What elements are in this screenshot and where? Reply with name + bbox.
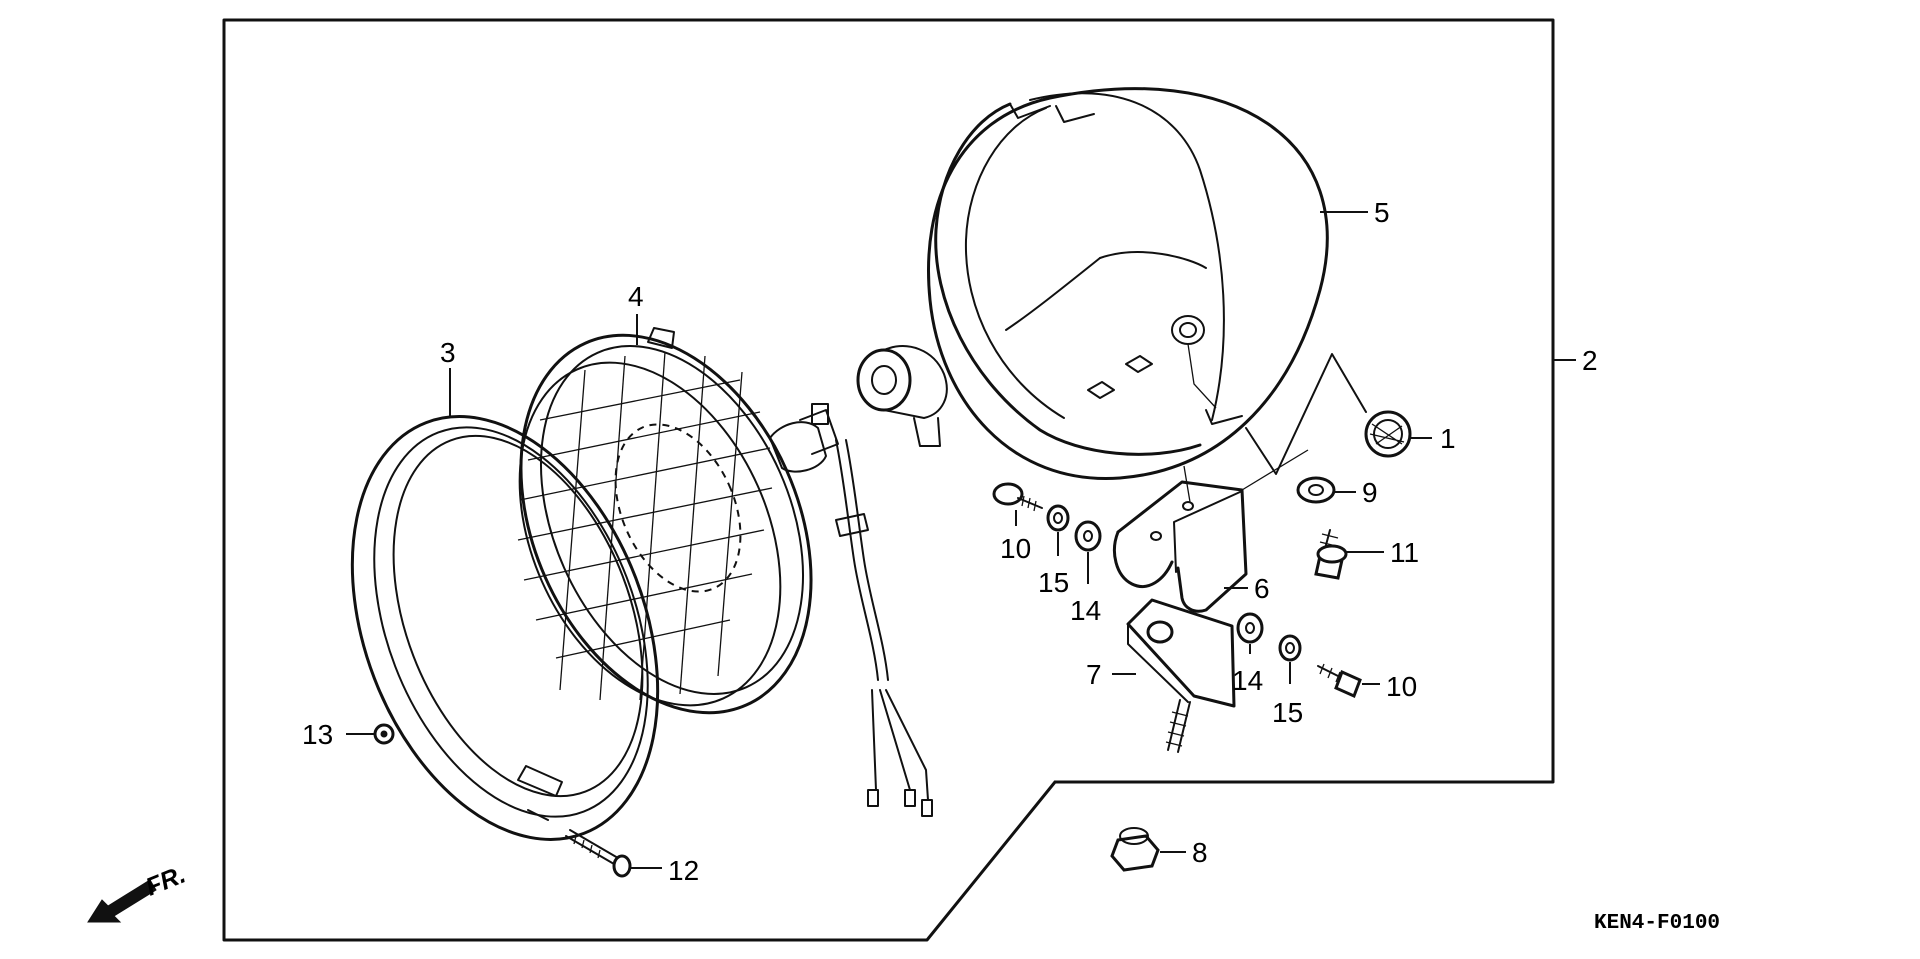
front-label: FR. xyxy=(142,861,190,902)
callout-2: 2 xyxy=(1582,345,1598,376)
part-14b-washer xyxy=(1236,612,1264,644)
front-arrow-icon xyxy=(87,879,157,923)
callout-13: 13 xyxy=(302,719,333,750)
callout-5: 5 xyxy=(1374,197,1390,228)
callout-8: 8 xyxy=(1192,837,1208,868)
part-9-washer xyxy=(1296,476,1336,504)
part-13-nut xyxy=(373,723,395,745)
bulb-boot xyxy=(856,345,948,447)
part-4-headlight-unit xyxy=(517,314,839,715)
callout-9: 9 xyxy=(1362,477,1378,508)
callout-10a: 10 xyxy=(1000,533,1031,564)
callout-14b: 14 xyxy=(1232,665,1263,696)
callout-14a: 14 xyxy=(1070,595,1101,626)
part-15a-washer xyxy=(1046,504,1070,532)
assembly-frame xyxy=(222,18,1555,942)
callout-4: 4 xyxy=(628,281,644,312)
wiring-harness xyxy=(835,439,933,817)
callout-15b: 15 xyxy=(1272,697,1303,728)
callout-15a: 15 xyxy=(1038,567,1069,598)
callout-11: 11 xyxy=(1390,537,1419,568)
part-6-mount-bracket xyxy=(1113,449,1309,613)
callout-3: 3 xyxy=(440,337,456,368)
callout-1: 1 xyxy=(1440,423,1456,454)
part-3-headlight-rim xyxy=(350,415,660,841)
part-10b-bolt xyxy=(1317,663,1362,699)
part-8-nut xyxy=(1110,827,1160,872)
callout-labels: 1 2 3 4 5 6 7 8 9 10 10 11 12 13 14 14 1… xyxy=(302,197,1598,886)
front-direction-indicator: FR. xyxy=(87,861,190,923)
assembly-guide-lines xyxy=(1245,353,1367,475)
part-7-lower-bracket xyxy=(1126,598,1236,753)
callout-10b: 10 xyxy=(1386,671,1417,702)
leader-lines xyxy=(346,211,1432,869)
part-1-grommet xyxy=(1364,410,1412,458)
callout-7: 7 xyxy=(1086,659,1102,690)
part-14a-washer xyxy=(1074,520,1102,552)
part-10a-bolt xyxy=(992,482,1043,512)
part-11-bolt xyxy=(1314,529,1348,580)
part-5-headlight-case xyxy=(927,87,1329,480)
callout-12: 12 xyxy=(668,855,699,886)
figure-code: KEN4-F0100 xyxy=(1594,912,1720,935)
part-15b-washer xyxy=(1278,634,1302,662)
part-12-screw xyxy=(565,829,632,878)
callout-6: 6 xyxy=(1254,573,1270,604)
